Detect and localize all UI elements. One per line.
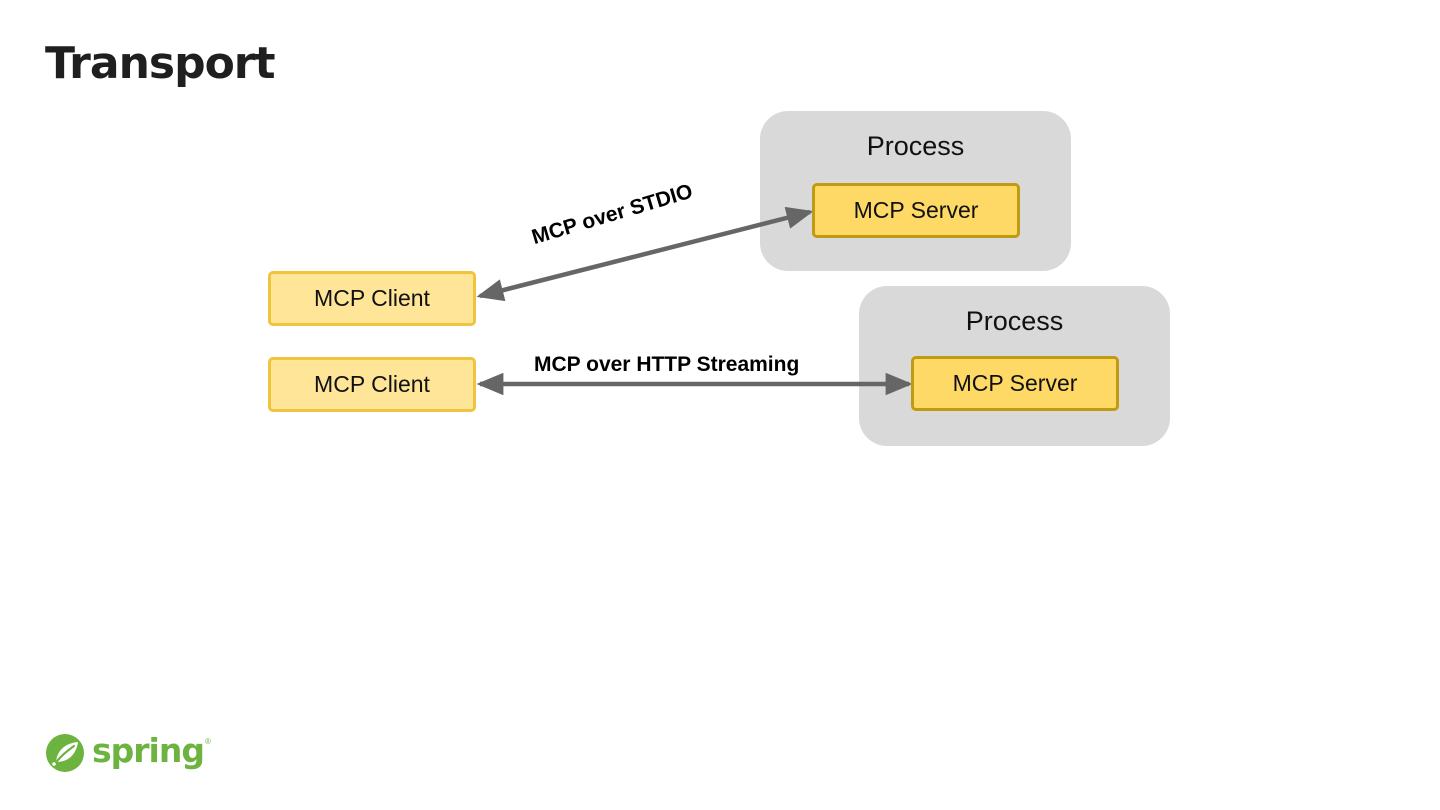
http-streaming-connection-label: MCP over HTTP Streaming xyxy=(534,353,800,376)
process-label: Process xyxy=(965,306,1064,336)
slide-title: Transport xyxy=(45,38,276,89)
mcp-server-box: MCP Server xyxy=(812,183,1020,238)
stdio-arrow xyxy=(476,206,814,302)
spring-leaf-icon xyxy=(46,734,84,772)
process-label: Process xyxy=(866,131,965,161)
spring-logo: spring ® xyxy=(45,733,211,773)
mcp-client-box: MCP Client xyxy=(268,271,476,326)
spring-logo-text: spring xyxy=(92,730,205,770)
registered-mark: ® xyxy=(204,736,211,746)
mcp-server-box: MCP Server xyxy=(911,356,1119,411)
mcp-client-box: MCP Client xyxy=(268,357,476,412)
